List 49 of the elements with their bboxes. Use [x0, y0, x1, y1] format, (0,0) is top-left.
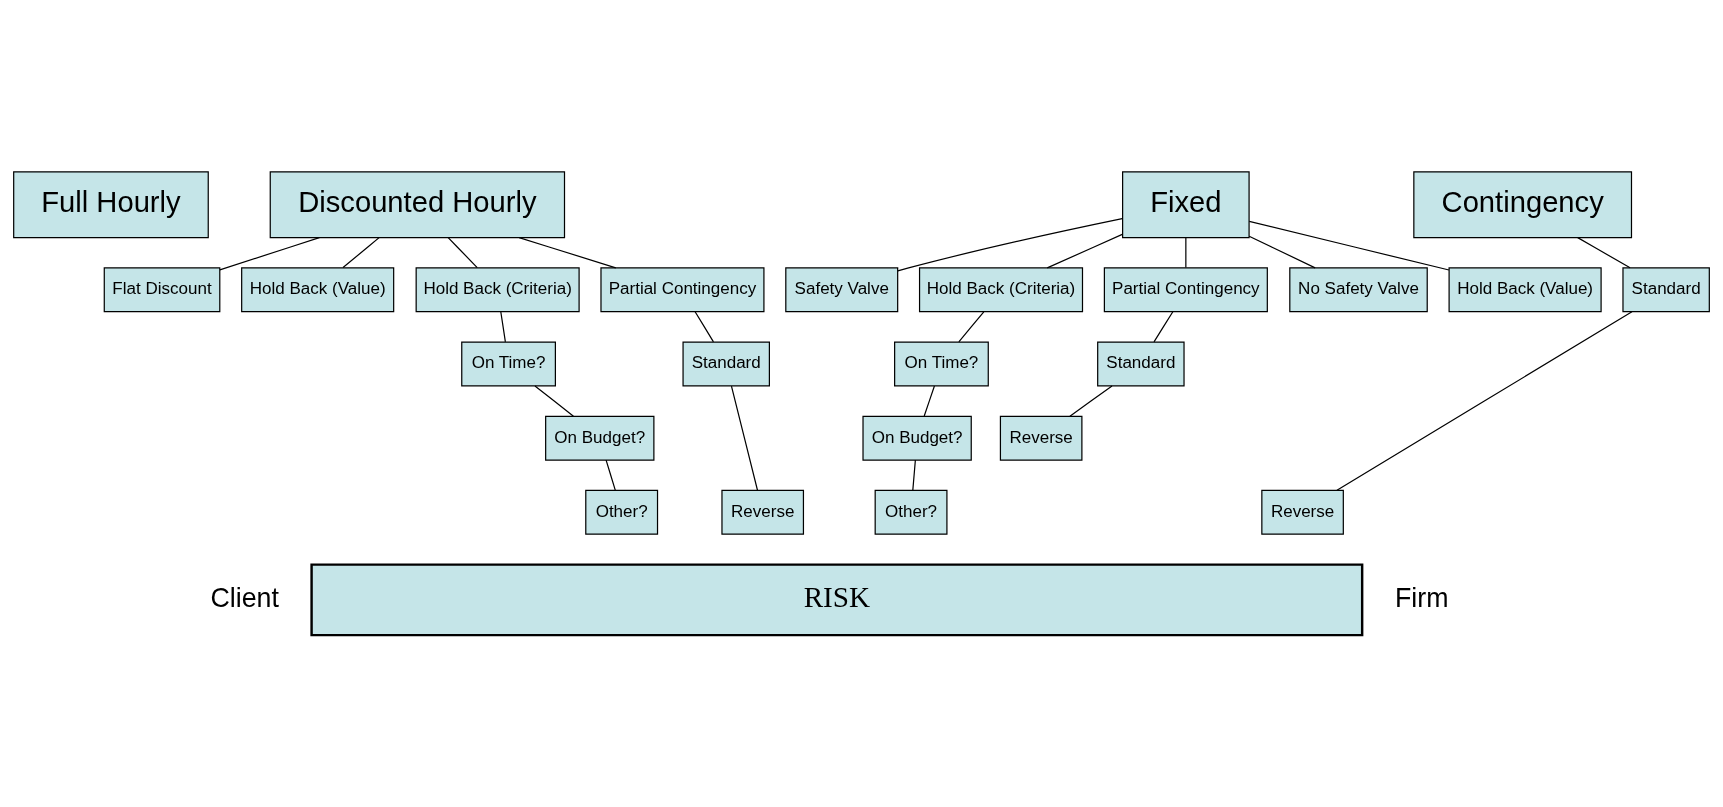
node-box: Hold Back (Criteria) [918, 267, 1084, 313]
connector [1046, 233, 1123, 269]
connector [1185, 237, 1187, 269]
connector [534, 385, 575, 417]
connector [1248, 220, 1450, 271]
connector [500, 311, 506, 343]
node-box: Contingency [1413, 171, 1633, 239]
node-box: On Budget? [545, 415, 655, 461]
node-box: Other? [874, 489, 948, 535]
node-box: Hold Back (Criteria) [415, 267, 580, 313]
label: Client [210, 582, 279, 613]
node-box: On Time? [461, 341, 556, 387]
connector [958, 311, 985, 343]
connector [1153, 311, 1174, 343]
connector [1248, 235, 1316, 269]
node-box: Full Hourly [13, 171, 209, 239]
node-box: Hold Back (Value) [241, 267, 395, 313]
node-box: Partial Contingency [600, 267, 765, 313]
node-box: Standard [1622, 267, 1710, 313]
node-box: Reverse [1261, 489, 1344, 535]
node-box: Partial Contingency [1103, 267, 1268, 313]
node-box: Fixed [1122, 171, 1250, 239]
node-box: Standard [1097, 341, 1185, 387]
label: Firm [1395, 582, 1449, 613]
node-box: Standard [682, 341, 770, 387]
node-box: No Safety Valve [1289, 267, 1428, 313]
node-box: Flat Discount [103, 267, 221, 313]
node-box: Discounted Hourly [269, 171, 566, 239]
connector [605, 459, 616, 491]
connector [518, 237, 617, 269]
node-box: Other? [585, 489, 659, 535]
connector [912, 459, 916, 491]
node-box: RISK [310, 563, 1364, 637]
connector [219, 237, 320, 271]
connector [342, 237, 380, 269]
connector [923, 385, 936, 417]
node-box: Reverse [721, 489, 805, 535]
connector [897, 218, 1123, 272]
node-box: Safety Valve [785, 267, 899, 313]
connector [1577, 237, 1631, 269]
node-box: On Time? [894, 341, 989, 387]
node-box: On Budget? [862, 415, 972, 461]
node-box: Hold Back (Value) [1448, 267, 1602, 313]
connector [447, 237, 478, 269]
node-box: Reverse [999, 415, 1083, 461]
connector [694, 311, 715, 343]
connector [1336, 311, 1633, 491]
connector [730, 385, 759, 491]
connector [1069, 385, 1113, 417]
